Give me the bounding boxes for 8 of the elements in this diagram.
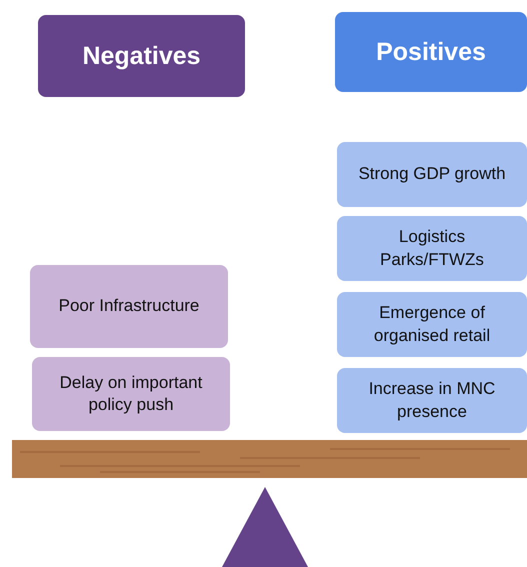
category-header: Positives <box>335 12 527 92</box>
factor-box: Delay on important policy push <box>32 357 230 431</box>
factor-box: Emergence of organised retail <box>337 292 527 357</box>
category-header: Negatives <box>38 15 245 97</box>
factor-box: Poor Infrastructure <box>30 265 228 348</box>
factor-box: Logistics Parks/FTWZs <box>337 216 527 281</box>
factor-box: Increase in MNC presence <box>337 368 527 433</box>
factor-box: Strong GDP growth <box>337 142 527 207</box>
